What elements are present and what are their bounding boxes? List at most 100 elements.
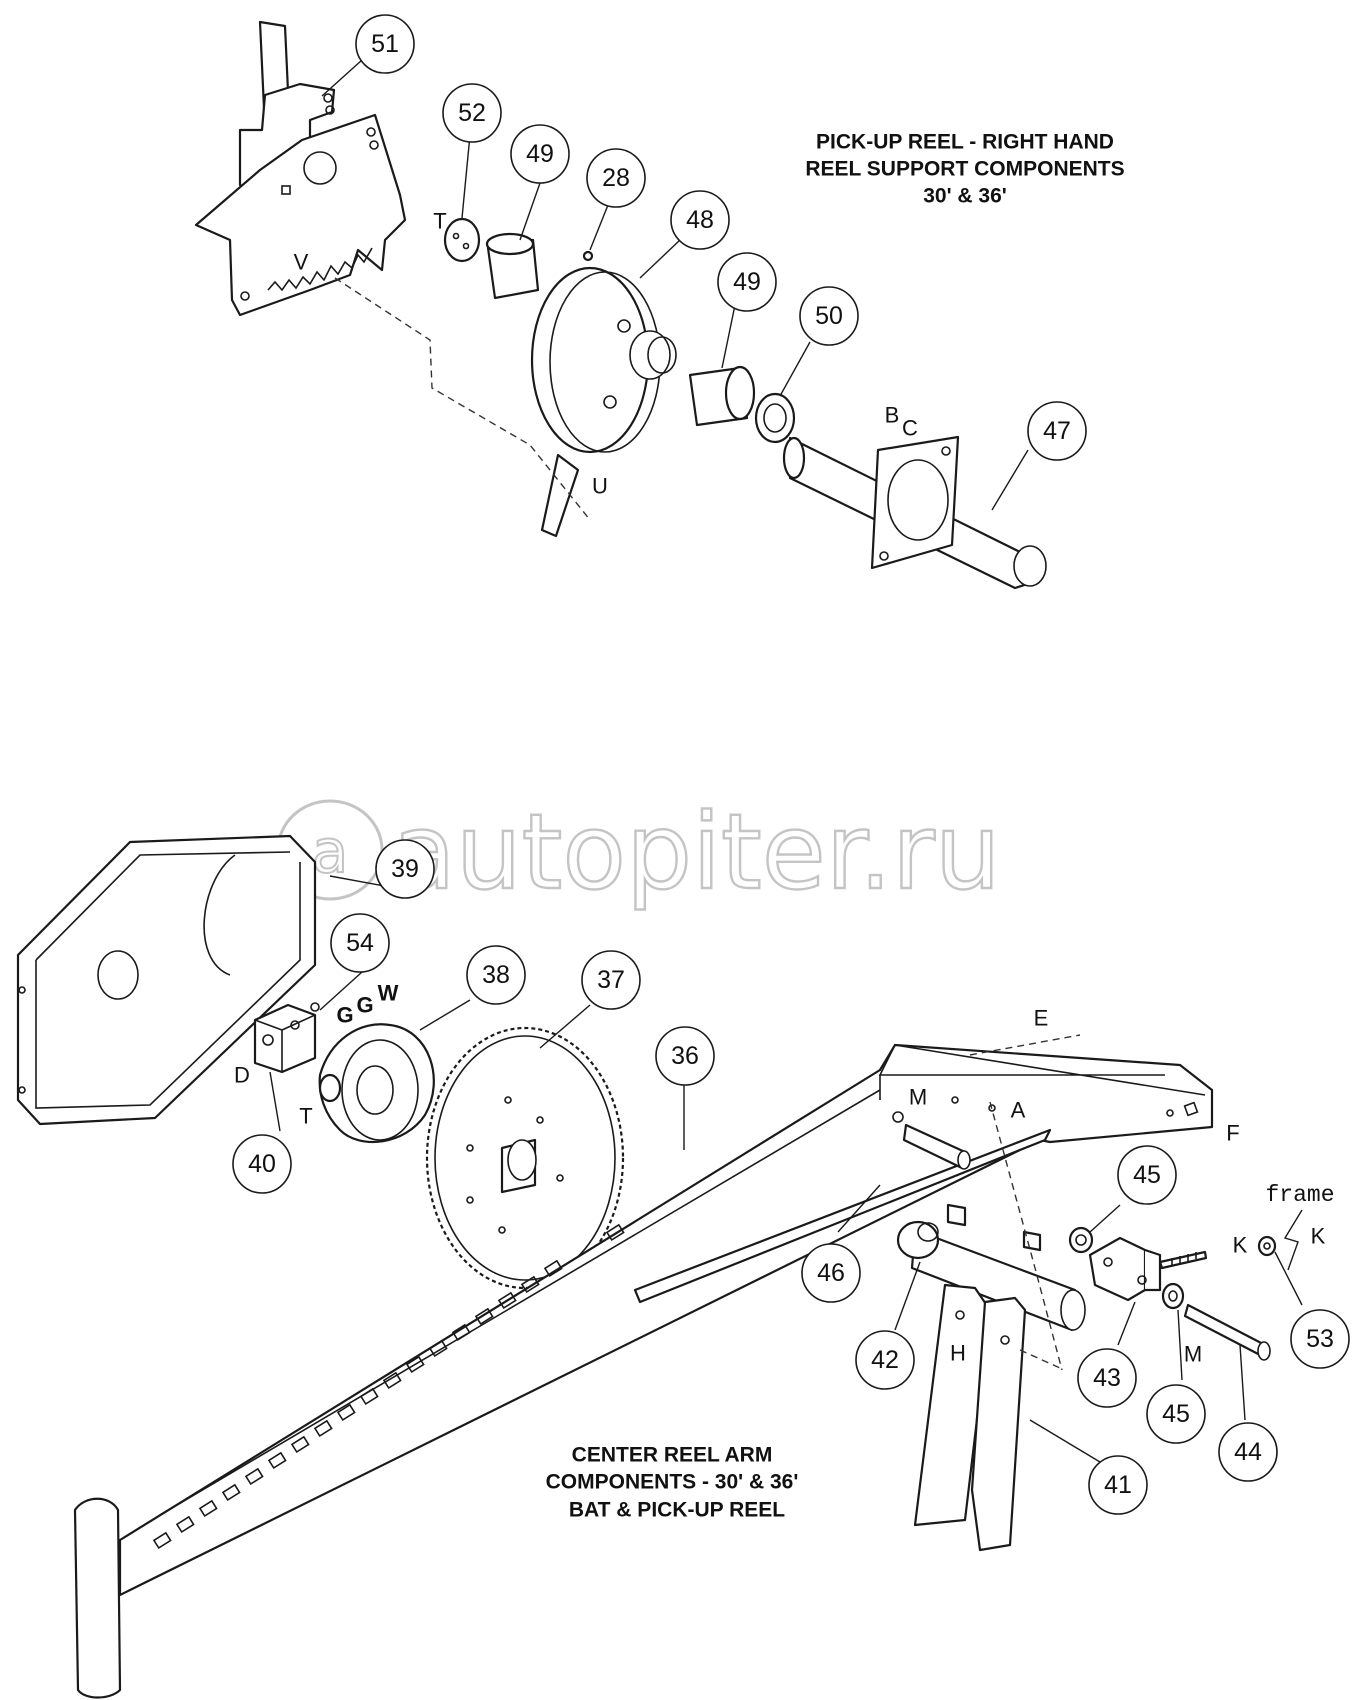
svg-text:COMPONENTS - 30' & 36': COMPONENTS - 30' & 36'	[546, 1471, 799, 1494]
svg-text:REEL SUPPORT COMPONENTS: REEL SUPPORT COMPONENTS	[805, 158, 1124, 181]
label-frame: frame	[1265, 1182, 1334, 1208]
callout-44: 44	[1218, 1422, 1278, 1482]
bottom-title: CENTER REEL ARM COMPONENTS - 30' & 36' B…	[546, 1444, 799, 1522]
callout-45-bottom: 45	[1146, 1384, 1206, 1444]
sprocket-37	[425, 1026, 625, 1290]
svg-text:44: 44	[1234, 1438, 1262, 1466]
callout-37: 37	[581, 950, 641, 1010]
bracket-43	[1088, 1236, 1162, 1302]
callout-38: 38	[466, 945, 526, 1005]
callout-46: 46	[801, 1243, 861, 1303]
washer-45-bottom	[1161, 1282, 1185, 1310]
letter-G-2: G	[356, 993, 373, 1018]
bushing-49-top	[485, 232, 540, 300]
pin-46	[902, 1123, 971, 1170]
callout-28: 28	[586, 148, 646, 208]
washer-53	[1257, 1235, 1277, 1257]
svg-text:37: 37	[597, 966, 625, 994]
svg-text:53: 53	[1306, 1325, 1334, 1353]
svg-text:38: 38	[482, 961, 510, 989]
svg-text:39: 39	[391, 855, 419, 883]
callout-36: 36	[655, 1026, 715, 1086]
svg-text:45: 45	[1133, 1161, 1161, 1189]
letter-K-1: K	[1233, 1233, 1248, 1258]
svg-text:BAT & PICK-UP REEL: BAT & PICK-UP REEL	[569, 1499, 785, 1522]
callout-51: 51	[355, 14, 415, 74]
letter-K-2: K	[1311, 1224, 1326, 1249]
letter-A: A	[1011, 1098, 1026, 1123]
pivot-42	[896, 1203, 1086, 1332]
callout-49-bottom: 49	[717, 252, 777, 312]
letter-M-bottom: M	[1184, 1342, 1202, 1367]
washer-45-top	[1068, 1226, 1094, 1254]
letter-D: D	[234, 1063, 250, 1088]
callout-45-top: 45	[1117, 1145, 1177, 1205]
letter-W: W	[378, 981, 399, 1006]
letter-B: B	[885, 403, 900, 428]
callout-40: 40	[232, 1134, 292, 1194]
reel-arm-36	[73, 1043, 1214, 1699]
svg-text:42: 42	[871, 1346, 899, 1374]
svg-text:50: 50	[815, 302, 843, 330]
watermark-logo: a	[312, 817, 349, 887]
hub-48	[530, 266, 677, 538]
svg-text:28: 28	[602, 164, 630, 192]
bat-brackets-41	[913, 1283, 1027, 1552]
block-40	[253, 1002, 320, 1074]
bolt	[1158, 1250, 1208, 1270]
washer-52	[443, 217, 481, 263]
bottom-leaders	[269, 875, 1303, 1463]
callout-52: 52	[442, 83, 502, 143]
svg-text:48: 48	[686, 206, 714, 234]
letter-C: C	[902, 416, 918, 441]
letter-H: H	[950, 1341, 966, 1366]
callout-50: 50	[799, 286, 859, 346]
callout-41: 41	[1088, 1455, 1148, 1515]
top-title: PICK-UP REEL - RIGHT HAND REEL SUPPORT C…	[805, 131, 1124, 208]
letter-G-1: G	[336, 1003, 353, 1028]
letter-F: F	[1226, 1121, 1239, 1146]
letter-T-top: T	[433, 209, 446, 234]
callout-53: 53	[1290, 1309, 1350, 1369]
svg-text:49: 49	[526, 140, 554, 168]
svg-text:36: 36	[671, 1042, 699, 1070]
bushing-49-bottom	[688, 365, 756, 427]
callout-49-top: 49	[510, 124, 570, 184]
svg-text:52: 52	[458, 99, 486, 127]
svg-text:40: 40	[248, 1150, 276, 1178]
svg-text:49: 49	[733, 268, 761, 296]
top-dashed-leader	[334, 277, 591, 521]
svg-text:51: 51	[371, 30, 399, 58]
bracket-51	[194, 20, 407, 317]
dashed-leader-E	[969, 1034, 1081, 1056]
pin-44	[1183, 1303, 1271, 1361]
callout-39: 39	[375, 839, 435, 899]
svg-text:41: 41	[1104, 1471, 1132, 1499]
svg-text:47: 47	[1043, 417, 1071, 445]
watermark: a autopiter.ru	[276, 790, 1002, 914]
callout-48: 48	[670, 190, 730, 250]
svg-text:43: 43	[1093, 1364, 1121, 1392]
svg-text:54: 54	[346, 929, 374, 957]
svg-text:46: 46	[817, 1259, 845, 1287]
svg-text:CENTER REEL ARM: CENTER REEL ARM	[572, 1444, 773, 1467]
letter-E: E	[1034, 1006, 1049, 1031]
shaft-47	[782, 435, 1047, 590]
callout-54: 54	[330, 913, 390, 973]
callout-47: 47	[1027, 401, 1087, 461]
callout-42: 42	[855, 1330, 915, 1390]
guard-39	[16, 834, 317, 1126]
top-leaders	[321, 59, 1029, 511]
svg-text:PICK-UP REEL - RIGHT HAND: PICK-UP REEL - RIGHT HAND	[816, 131, 1114, 154]
letter-T-bottom: T	[299, 1104, 312, 1129]
flange-38	[318, 1023, 435, 1144]
watermark-text: autopiter.ru	[392, 791, 1001, 913]
svg-text:45: 45	[1162, 1400, 1190, 1428]
nut-28	[582, 250, 594, 262]
svg-text:30' & 36': 30' & 36'	[923, 185, 1007, 208]
dashed-leader-A	[989, 1101, 1063, 1371]
letter-U: U	[592, 474, 608, 499]
washer-50	[754, 392, 796, 444]
callout-43: 43	[1077, 1348, 1137, 1408]
